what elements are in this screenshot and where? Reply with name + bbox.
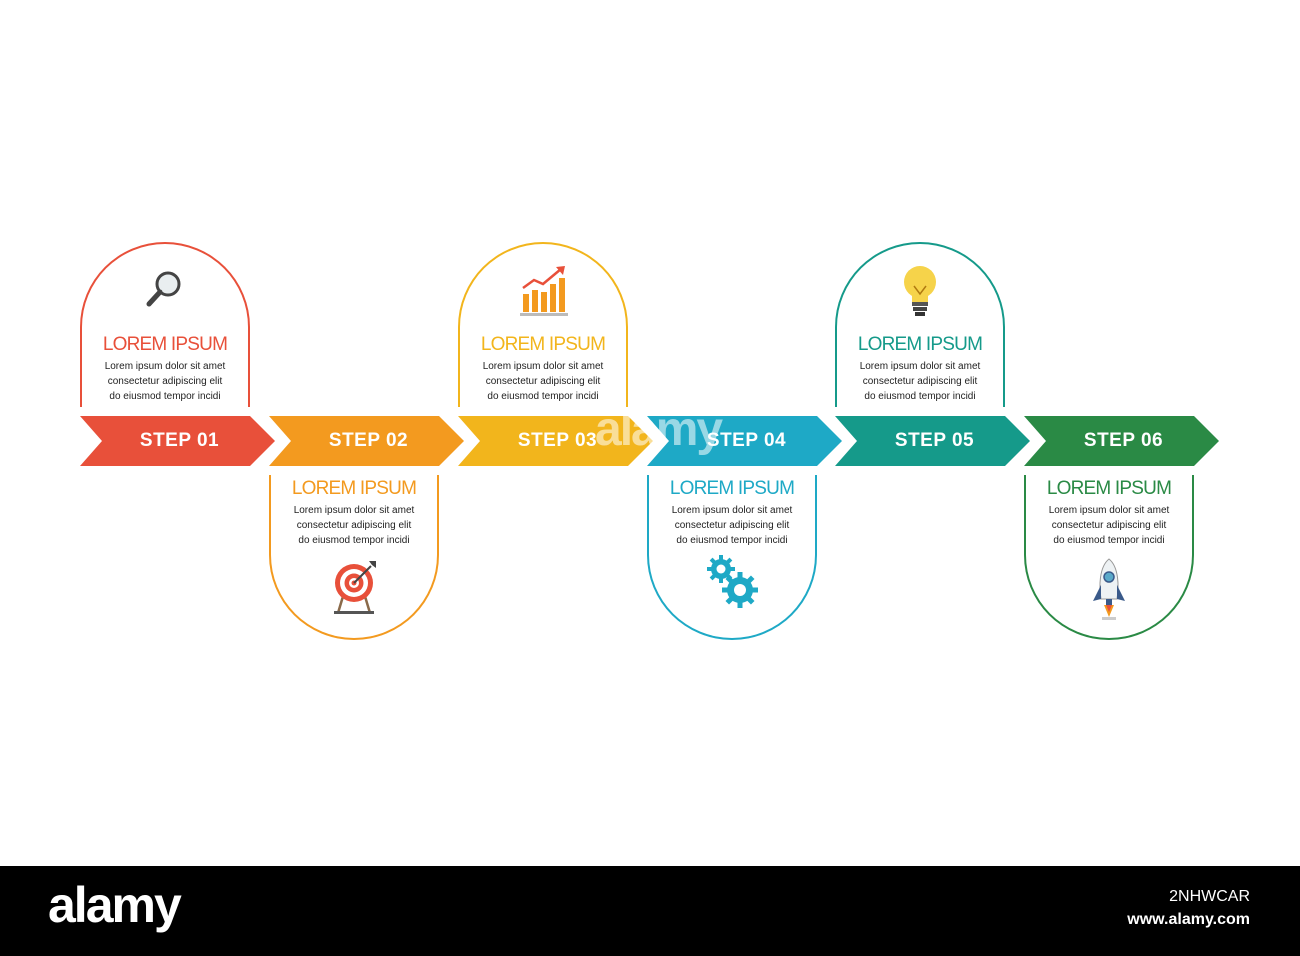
magnifier-icon [140, 264, 190, 319]
footer-bar: alamy 2NHWCAR www.alamy.com [0, 866, 1300, 956]
step-title: LOREM IPSUM [669, 478, 795, 499]
step-arrow-3: STEP 03 [458, 416, 653, 466]
step-title: LOREM IPSUM [102, 334, 228, 355]
footer-logo: alamy [48, 877, 182, 933]
lightbulb-icon [900, 264, 940, 323]
step-label: STEP 06 [1083, 430, 1164, 451]
step-arrow-4: STEP 04 [647, 416, 842, 466]
bar-chart-icon [518, 264, 568, 323]
step-title: LOREM IPSUM [857, 334, 983, 355]
step-arrow-1: STEP 01 [80, 416, 275, 466]
step-arrow-2: STEP 02 [269, 416, 464, 466]
footer-url: www.alamy.com [1127, 911, 1250, 928]
target-icon [329, 553, 379, 622]
step-title: LOREM IPSUM [1046, 478, 1172, 499]
step-label: STEP 03 [517, 430, 598, 451]
step-title: LOREM IPSUM [291, 478, 417, 499]
step-arrow-5: STEP 05 [835, 416, 1030, 466]
gears-icon [704, 553, 760, 614]
step-label: STEP 01 [139, 430, 220, 451]
image-code: 2NHWCAR [1169, 888, 1250, 905]
step-label: STEP 05 [894, 430, 975, 451]
step-label: STEP 04 [706, 430, 787, 451]
step-arrow-6: STEP 06 [1024, 416, 1219, 466]
watermark: alamy [595, 403, 723, 456]
rocket-icon [1089, 557, 1129, 626]
step-label: STEP 02 [328, 430, 409, 451]
step-title: LOREM IPSUM [480, 334, 606, 355]
